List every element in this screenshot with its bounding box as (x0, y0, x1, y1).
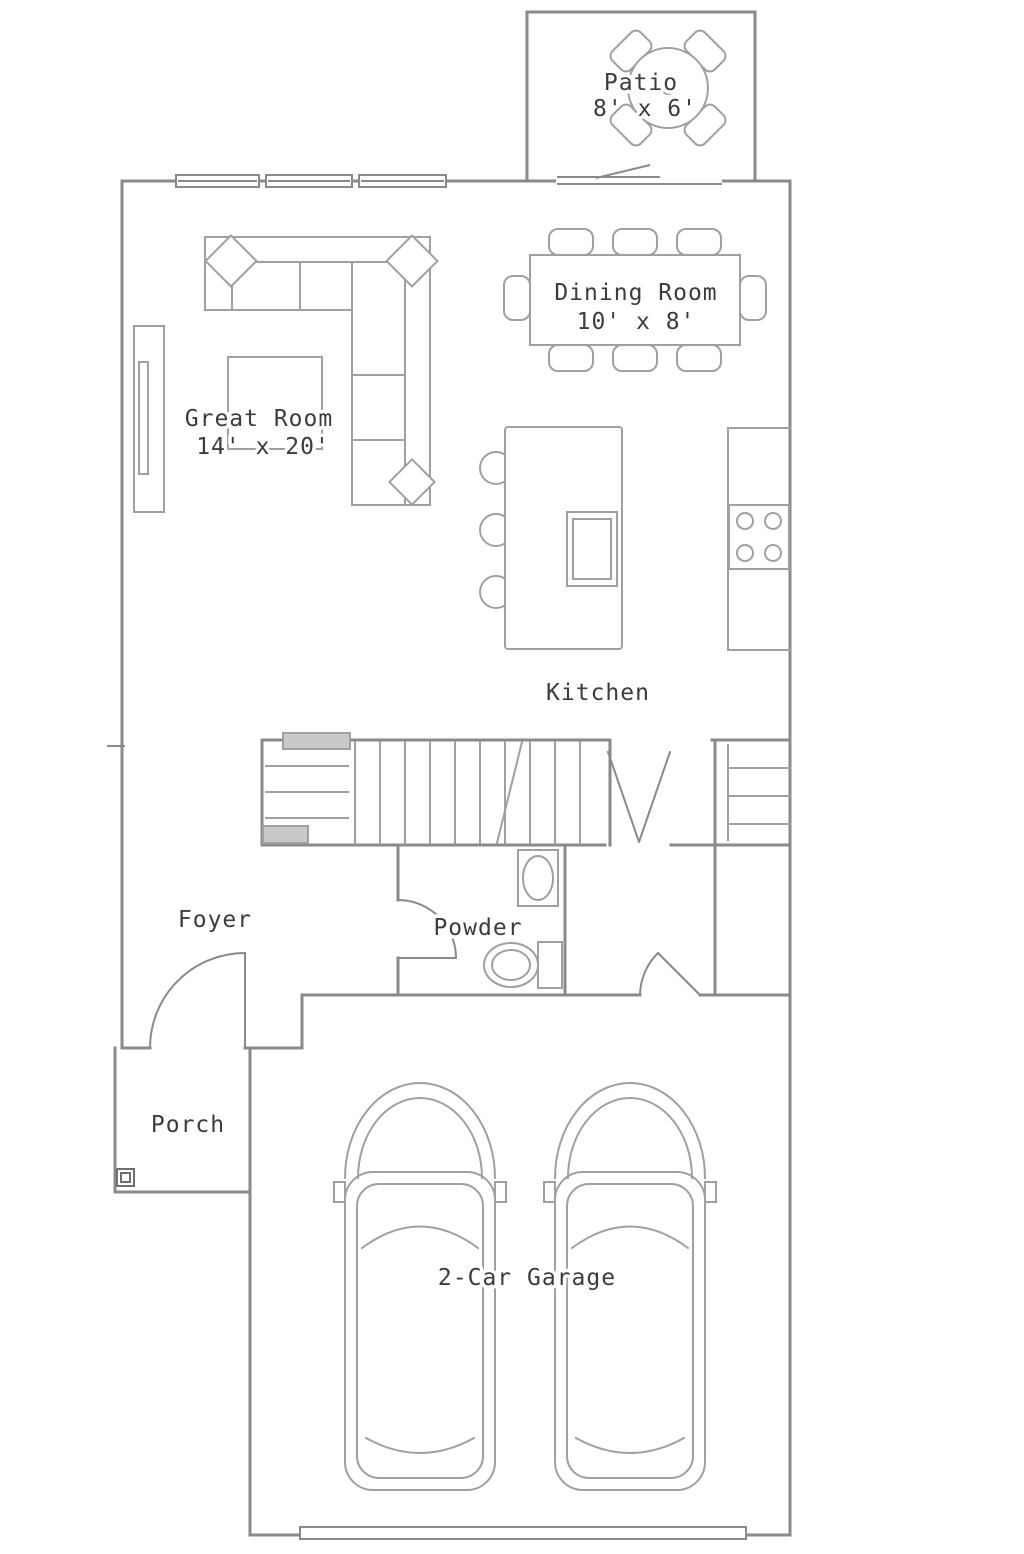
dining-chair (612, 344, 658, 372)
car-hood-arc-inner (566, 1097, 694, 1180)
kitchen-label: Kitchen (546, 680, 650, 706)
sectional-sofa-cushion-lines (299, 261, 406, 441)
porch-post-inner (120, 1172, 131, 1183)
dining-chair (676, 344, 722, 372)
range (728, 504, 790, 570)
doors (149, 751, 701, 1049)
range-burner (736, 544, 754, 562)
powder-door-arc (397, 899, 457, 959)
patio-slider-opening (556, 176, 722, 186)
media-console-inner (138, 361, 149, 475)
garage-label: 2-Car Garage (438, 1265, 616, 1291)
windows (175, 164, 722, 188)
car-body (344, 1171, 496, 1491)
stair-landing-lines (265, 765, 349, 819)
pantry-shelves (727, 744, 791, 841)
sofa-pillow-bottom (387, 457, 437, 507)
car-right (543, 1082, 717, 1491)
car-body-inner (356, 1183, 484, 1479)
car-hood-arc-outer (553, 1082, 707, 1180)
kitchen-island (504, 426, 623, 650)
sofa-pillow-corner (385, 234, 439, 288)
dining-table (529, 254, 741, 346)
patio-table-center (661, 81, 675, 95)
car-windshield (360, 1225, 480, 1250)
car-body-inner (566, 1183, 694, 1479)
car-windshield (570, 1225, 690, 1250)
stair-newel-bottom (262, 825, 309, 844)
kitchen-counter (727, 427, 791, 651)
stair-walls (260, 738, 792, 997)
porch-post (116, 1168, 135, 1187)
car-rear-window (364, 1436, 476, 1454)
foyer-label: Foyer (178, 907, 252, 933)
porch-outline (113, 1046, 252, 1194)
dining-chair (548, 228, 594, 256)
patio-label: Patio (604, 70, 678, 96)
great-room-furniture (133, 234, 439, 513)
car-mirror (494, 1181, 507, 1203)
sofa-pillow-left (204, 234, 258, 288)
kitchen-fixtures (479, 426, 791, 651)
porch-label: Porch (151, 1112, 225, 1138)
sectional-sofa-outline (204, 236, 431, 506)
car-mirror (543, 1181, 556, 1203)
staircase (262, 732, 791, 845)
dining-furniture (503, 228, 767, 372)
range-burner (764, 512, 782, 530)
range-burner (736, 512, 754, 530)
great-room-dims-label: 14' x 20' (196, 434, 330, 460)
dining-chair (503, 275, 531, 321)
dining-chair (612, 228, 658, 256)
garage-door (299, 1526, 747, 1540)
dining-room-label: Dining Room (554, 280, 717, 306)
car-rear-window (574, 1436, 686, 1454)
foyer-front-wall (120, 993, 304, 1050)
dining-chair (548, 344, 594, 372)
car-body (554, 1171, 706, 1491)
toilet-tank (537, 941, 563, 989)
toilet-bowl-inner (491, 949, 531, 981)
stair-newel-top (282, 732, 351, 750)
dining-chair (739, 275, 767, 321)
coffee-table (227, 356, 323, 450)
garage-contents (299, 1082, 747, 1540)
island-sink-inner (572, 518, 612, 580)
powder-sink-basin (522, 855, 554, 901)
car-hood-arc-inner (356, 1097, 484, 1180)
great-room-label: Great Room (185, 406, 333, 432)
porch-structure (113, 1046, 252, 1194)
car-left (333, 1082, 507, 1491)
garage-entry-door-leaf (657, 952, 701, 996)
garage-entry-door-arc (639, 952, 659, 996)
patio-slider-diagonal (595, 164, 651, 179)
closet-double-doors (607, 751, 671, 843)
patio-walls (525, 10, 757, 183)
powder-fixtures (483, 849, 563, 989)
patio-dims-label: 8' x 6' (593, 96, 697, 122)
range-burner (764, 544, 782, 562)
stair-treads (354, 741, 581, 844)
interior-walls (260, 738, 792, 997)
car-hood-arc-outer (343, 1082, 497, 1180)
stair-break-line (495, 740, 524, 845)
island-sink (566, 511, 618, 587)
dining-chair (676, 228, 722, 256)
room-labels: Patio 8' x 6' Dining Room 10' x 8' Great… (147, 67, 720, 1295)
front-door-arc (149, 952, 246, 1049)
powder-walls (396, 843, 567, 997)
patio-furniture (609, 29, 727, 147)
powder-label: Powder (433, 915, 522, 941)
car-mirror (333, 1181, 346, 1203)
dining-room-dims-label: 10' x 8' (577, 309, 696, 335)
car-mirror (704, 1181, 717, 1203)
